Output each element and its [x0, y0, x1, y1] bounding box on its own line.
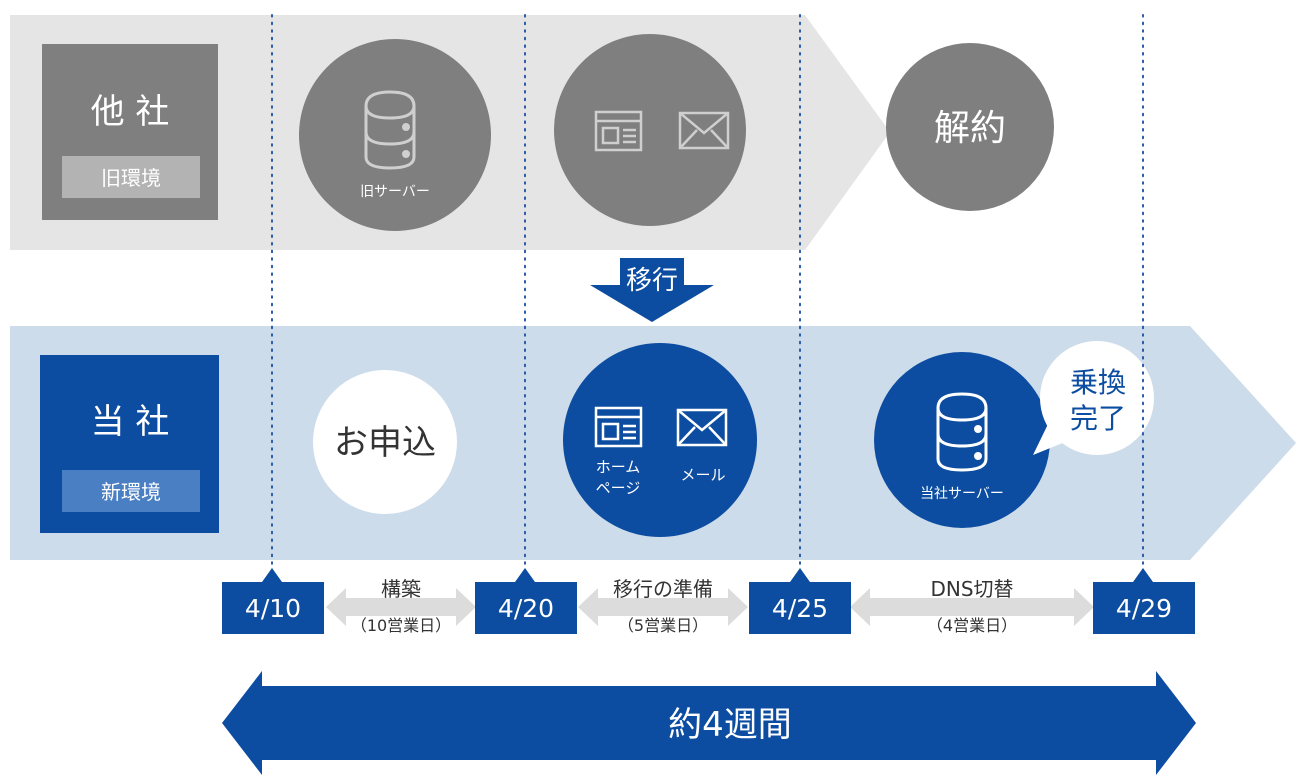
apply-label: お申込 — [334, 423, 436, 463]
date-marker — [475, 568, 577, 634]
date-marker — [1093, 568, 1195, 634]
cancel-label: 解約 — [934, 108, 1006, 149]
database-icon — [364, 90, 416, 170]
old-server-label: 旧サーバー — [360, 184, 430, 200]
date-label: 4/25 — [772, 594, 828, 623]
date-marker — [222, 568, 324, 634]
migration-label: 移行 — [626, 266, 678, 296]
old-environment-label: 旧環境 — [101, 166, 161, 190]
webpage-icon — [594, 406, 643, 448]
apply-circle — [313, 370, 457, 514]
mail-icon — [678, 111, 730, 150]
phase-arrow-dns — [850, 588, 1094, 626]
phase-arrow-prep — [578, 588, 748, 626]
old-environment-tag — [62, 156, 200, 198]
old-web-mail-circle — [554, 34, 746, 226]
cancel-circle — [886, 43, 1054, 211]
completion-label-line2: 完了 — [1070, 402, 1126, 435]
new-web-mail-circle — [563, 343, 757, 537]
date-marker — [749, 568, 851, 634]
phase-duration: （10営業日） — [351, 616, 451, 635]
date-label: 4/29 — [1116, 594, 1172, 623]
completion-speech-bubble — [1033, 341, 1154, 455]
mail-label: メール — [680, 466, 725, 484]
new-server-label: 当社サーバー — [920, 486, 1004, 502]
migration-arrow — [590, 258, 714, 322]
new-server-circle — [874, 352, 1050, 528]
homepage-label-line1: ホーム — [596, 458, 641, 476]
completion-label-line1: 乗換 — [1070, 366, 1126, 399]
phase-name: DNS切替 — [930, 577, 1013, 601]
webpage-icon — [594, 110, 643, 152]
total-duration-arrow — [222, 671, 1196, 775]
mail-icon — [676, 408, 728, 447]
date-label: 4/20 — [498, 594, 554, 623]
phase-name: 構築 — [381, 577, 421, 601]
phase-duration: （5営業日） — [618, 616, 708, 635]
phase-name: 移行の準備 — [613, 577, 713, 601]
phase-arrow-build — [326, 588, 476, 626]
old-server-circle — [299, 39, 491, 231]
old-provider-title: 他 社 — [91, 92, 170, 132]
date-label: 4/10 — [245, 594, 301, 623]
total-duration-label: 約4週間 — [668, 705, 792, 745]
homepage-label-line2: ページ — [596, 479, 641, 497]
new-environment-label: 新環境 — [101, 480, 161, 504]
phase-duration: （4営業日） — [927, 616, 1017, 635]
new-environment-tag — [62, 470, 200, 512]
new-provider-title: 当 社 — [91, 402, 170, 442]
database-icon — [936, 392, 988, 472]
